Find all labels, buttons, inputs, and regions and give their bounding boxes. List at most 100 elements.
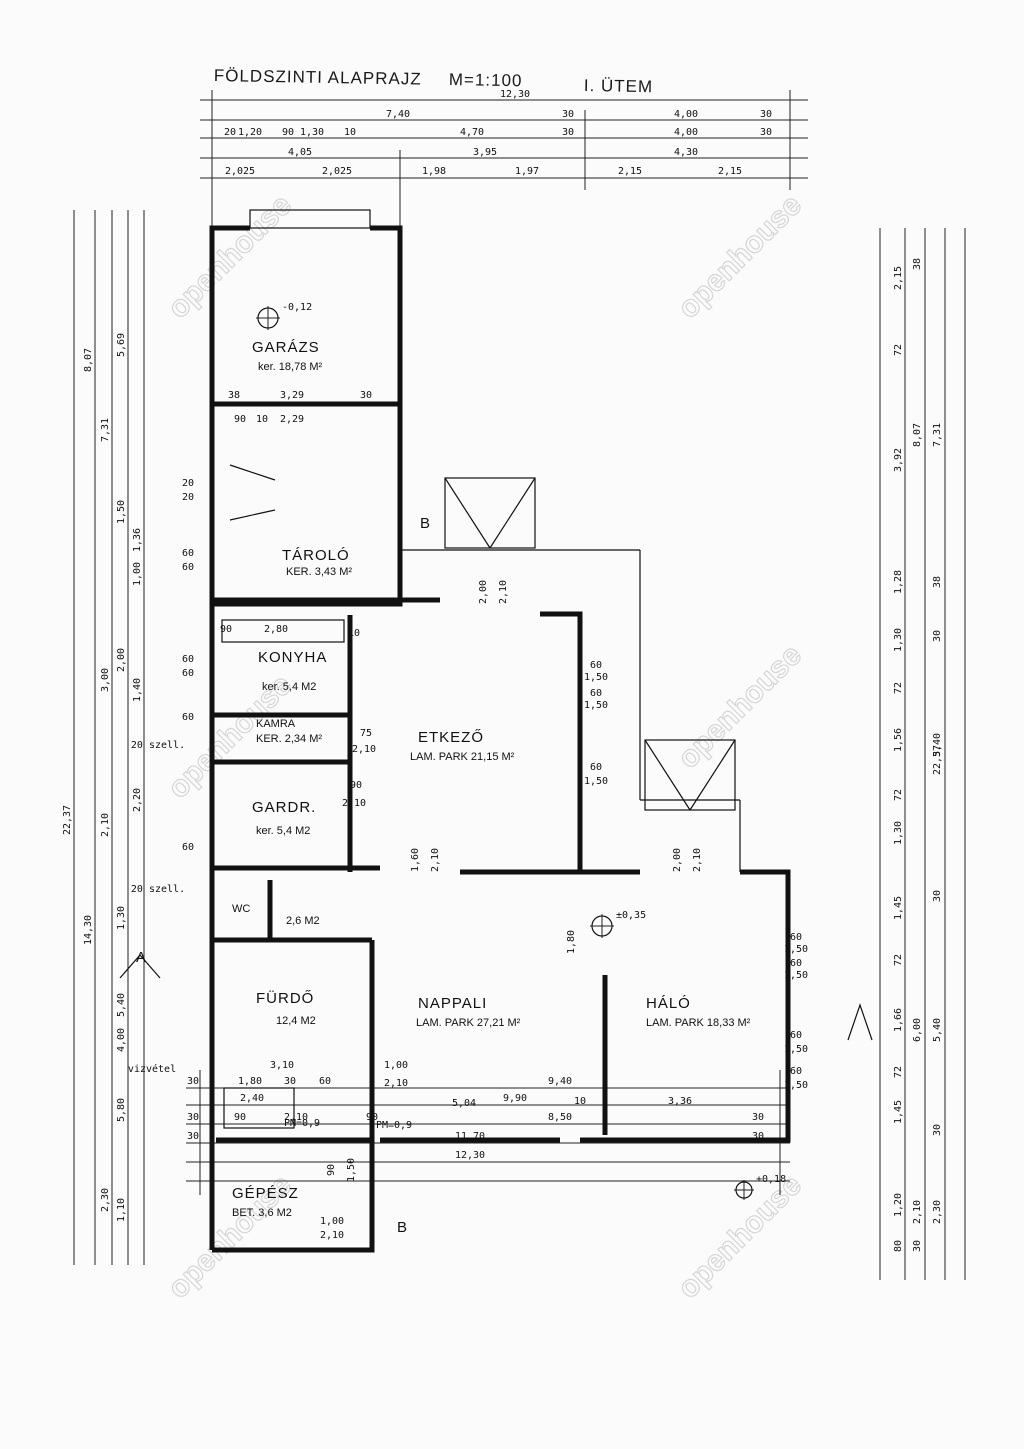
section-a-left: A	[136, 949, 147, 966]
dimension-label: 1,50	[784, 1044, 808, 1055]
dimension-label: 30	[187, 1112, 199, 1123]
dimension-label: 10	[574, 1096, 586, 1107]
dimension-label: 1,50	[784, 944, 808, 955]
dimension-label: 3,10	[270, 1060, 294, 1071]
dimension-label: 4,00	[116, 1028, 127, 1052]
dimension-label: 30	[360, 390, 372, 401]
dimension-label: 3,95	[473, 147, 497, 158]
dimension-label: 60	[182, 562, 194, 573]
room-name-mechanical: GÉPÉSZ	[232, 1185, 299, 1202]
dimension-label: 22,37	[932, 745, 943, 775]
dimension-label: 1,30	[893, 821, 904, 845]
room-area-mechanical: BET. 3,6 M2	[232, 1207, 292, 1219]
dimension-label: 2,40	[240, 1093, 264, 1104]
dimension-lines	[73, 90, 966, 1280]
garage-wall	[209, 225, 403, 607]
dimension-label: 38	[228, 390, 240, 401]
roof-overhang-1	[444, 477, 536, 549]
level-living: ±0,35	[616, 910, 646, 921]
dimension-label: 1,40	[132, 678, 143, 702]
dimension-label: 2,10	[498, 580, 509, 604]
dimension-label: 30	[752, 1112, 764, 1123]
dimension-label: 2,00	[672, 848, 683, 872]
dimension-label: 80	[893, 1240, 904, 1252]
dimension-label: 2,80	[264, 624, 288, 635]
dimension-label: 7,40	[386, 109, 410, 120]
dimension-label: 9,90	[503, 1093, 527, 1104]
dimension-label: 60	[590, 762, 602, 773]
room-name-living: NAPPALI	[418, 995, 487, 1012]
dimension-label: 20	[182, 492, 194, 503]
dimension-label: 3,00	[100, 668, 111, 692]
room-name-dining: ETKEZŐ	[418, 729, 484, 746]
room-area-living: LAM. PARK 27,21 M²	[416, 1017, 521, 1029]
dimension-label: 8,07	[912, 423, 923, 447]
dimension-label: 1,97	[515, 166, 539, 177]
dimension-label: 38	[932, 576, 943, 588]
dimension-label: 2,00	[478, 580, 489, 604]
dimension-label: 2,025	[225, 166, 255, 177]
dimension-label: 1,00	[320, 1216, 344, 1227]
dimension-label: 4,00	[674, 109, 698, 120]
dimension-label: 60	[790, 1066, 802, 1077]
room-name-bathroom: FÜRDŐ	[256, 989, 314, 1007]
dimension-label: 4,30	[674, 147, 698, 158]
dimension-label: 2,10	[384, 1078, 408, 1089]
dimension-label: 30	[912, 1240, 923, 1252]
dimension-label: 30	[187, 1076, 199, 1087]
dimension-label: 60	[590, 660, 602, 671]
room-name-wardrobe: GARDR.	[252, 799, 316, 816]
dimension-label: 2,025	[322, 166, 352, 177]
dimension-label: 30	[932, 1124, 943, 1136]
dimension-label: 60	[790, 1030, 802, 1041]
dimension-label: 2,10	[284, 1112, 308, 1123]
bathtub	[223, 1087, 295, 1129]
dimension-label: 2,15	[893, 266, 904, 290]
dimension-label: 2,29	[280, 414, 304, 425]
dimension-label: 72	[893, 682, 904, 694]
room-labels: GARÁZS ker. 18,78 M² TÁROLÓ KER. 3,43 M²…	[232, 339, 751, 1219]
room-area-wc: 2,6 M2	[286, 915, 320, 927]
room-name-storage: TÁROLÓ	[282, 547, 350, 564]
room-name-kitchen: KONYHA	[258, 649, 327, 666]
dimension-label: 1,50	[346, 1158, 357, 1182]
dimension-label: 60	[590, 688, 602, 699]
room-area-bathroom: 12,4 M2	[276, 1015, 316, 1027]
dimension-label: 2,10	[342, 798, 366, 809]
dimension-label: 60	[182, 548, 194, 559]
dimension-label: 1,30	[893, 628, 904, 652]
room-name-bedroom: HÁLÓ	[646, 995, 691, 1012]
dimension-label: 1,20	[238, 127, 262, 138]
dimension-label: 2,10	[352, 744, 376, 755]
section-b-top: B	[420, 515, 431, 532]
room-area-garage: ker. 18,78 M²	[258, 361, 323, 373]
room-area-wardrobe: ker. 5,4 M2	[256, 825, 310, 837]
dimension-label: vizvétel	[128, 1063, 176, 1075]
dimension-label: 12,30	[500, 89, 530, 100]
dimension-label: 3,92	[893, 448, 904, 472]
dimension-label: 6,00	[912, 1018, 923, 1042]
dimension-label: 5,40	[932, 1018, 943, 1042]
dimension-label: 9,40	[548, 1076, 572, 1087]
dimension-label: 7,31	[932, 423, 943, 447]
dimension-label: 72	[893, 1066, 904, 1078]
level-outside: +0,18	[756, 1174, 786, 1185]
dimension-label: 60	[790, 932, 802, 943]
dimension-label: 5,04	[452, 1098, 476, 1109]
dimension-label: 75	[360, 728, 372, 739]
dimension-label: PM=0,9	[284, 1118, 320, 1129]
dimension-label: 3,29	[280, 390, 304, 401]
dimension-label: 1,80	[566, 930, 577, 954]
dimension-label: 72	[893, 344, 904, 356]
dimension-label: 4,05	[288, 147, 312, 158]
watermark-text: openhouse	[672, 638, 808, 774]
room-name-pantry: KAMRA	[256, 718, 296, 730]
dimension-label: 11,70	[455, 1131, 485, 1142]
fixtures	[221, 209, 741, 1129]
dimension-label: 2,10	[912, 1200, 923, 1224]
room-area-pantry: KER. 2,34 M²	[256, 733, 322, 745]
dimension-label: 2,10	[320, 1230, 344, 1241]
dimension-label: 10	[344, 127, 356, 138]
